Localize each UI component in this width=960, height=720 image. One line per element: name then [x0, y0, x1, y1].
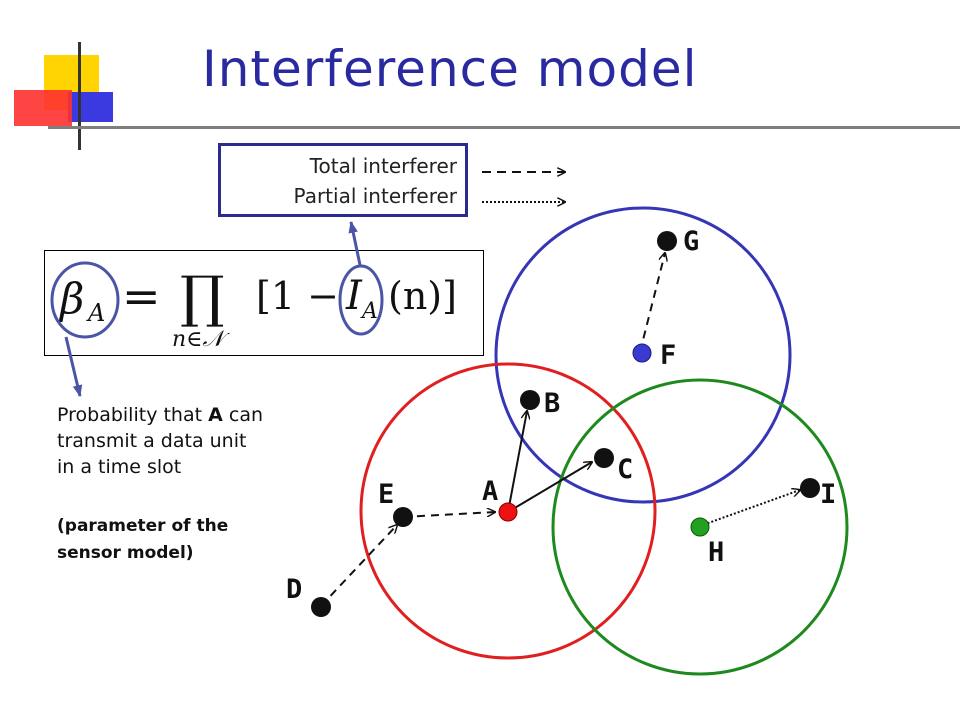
formula-indicator: I: [345, 273, 363, 319]
parameter-note-line-2: sensor model): [57, 543, 194, 563]
legend-partial-label: Partial interferer: [293, 184, 457, 208]
arrow-F-G: [639, 253, 665, 353]
description-node-A: A: [208, 404, 223, 426]
node-label-E: E: [378, 479, 394, 510]
node-label-B: B: [544, 388, 560, 419]
title-underline: [48, 126, 960, 129]
description-line-1-suffix: can: [222, 404, 263, 426]
node-F: [632, 343, 652, 363]
description-line-3: in a time slot: [57, 456, 182, 478]
node-label-D: D: [286, 574, 302, 605]
probability-description: Probability that A can transmit a data u…: [57, 402, 263, 480]
beta-callout-arrow: [64, 336, 83, 398]
arrow-A-C: [507, 462, 592, 513]
node-E: [393, 507, 413, 527]
decor-blue-square: [68, 92, 113, 122]
node-label-C: C: [617, 454, 633, 485]
node-A: [498, 502, 518, 522]
description-line-1: Probability that A can: [57, 402, 263, 428]
legend-box: Total interferer Partial interferer: [218, 143, 468, 217]
arrow-D-E: [320, 525, 397, 607]
description-line-1-prefix: Probability that: [57, 404, 209, 426]
node-G: [657, 231, 677, 251]
indicator-highlight-ellipse: [338, 264, 384, 336]
page-title: Interference model: [202, 40, 698, 98]
node-I: [800, 478, 820, 498]
range-circle-red: [359, 362, 657, 660]
formula-equals: =: [122, 269, 161, 323]
indicator-callout-arrow: [348, 220, 362, 266]
formula-product: ∏: [180, 265, 225, 330]
node-D: [311, 597, 331, 617]
node-C: [594, 448, 614, 468]
formula: β A = ∏ n∈𝒩 [1 − I A (n)]: [58, 265, 457, 352]
range-circle-blue: [494, 206, 792, 504]
formula-product-subscript: n∈𝒩: [172, 327, 230, 352]
decor-vertical-line: [78, 42, 81, 150]
node-B: [520, 390, 540, 410]
formula-beta: β: [58, 274, 84, 323]
formula-indicator-subscript: A: [360, 299, 378, 324]
legend-total-label: Total interferer: [309, 154, 457, 178]
node-label-A: A: [482, 476, 498, 507]
arrow-E-A: [402, 512, 495, 518]
arrow-H-I: [699, 490, 800, 527]
beta-highlight-ellipse: [50, 261, 120, 339]
parameter-note: (parameter of the sensor model): [57, 513, 228, 567]
formula-bracket: [1 −: [256, 274, 339, 318]
decor-red-square: [14, 90, 72, 126]
range-circle-green: [551, 378, 849, 676]
node-label-H: H: [708, 537, 724, 568]
node-label-F: F: [660, 340, 676, 371]
arrow-A-B: [507, 411, 527, 513]
node-label-G: G: [683, 226, 699, 257]
description-line-2: transmit a data unit: [57, 430, 247, 452]
node-label-I: I: [820, 479, 836, 510]
parameter-note-line-1: (parameter of the: [57, 516, 229, 536]
node-H: [690, 517, 710, 537]
formula-beta-subscript: A: [86, 299, 105, 327]
formula-argument: (n)]: [388, 274, 457, 318]
